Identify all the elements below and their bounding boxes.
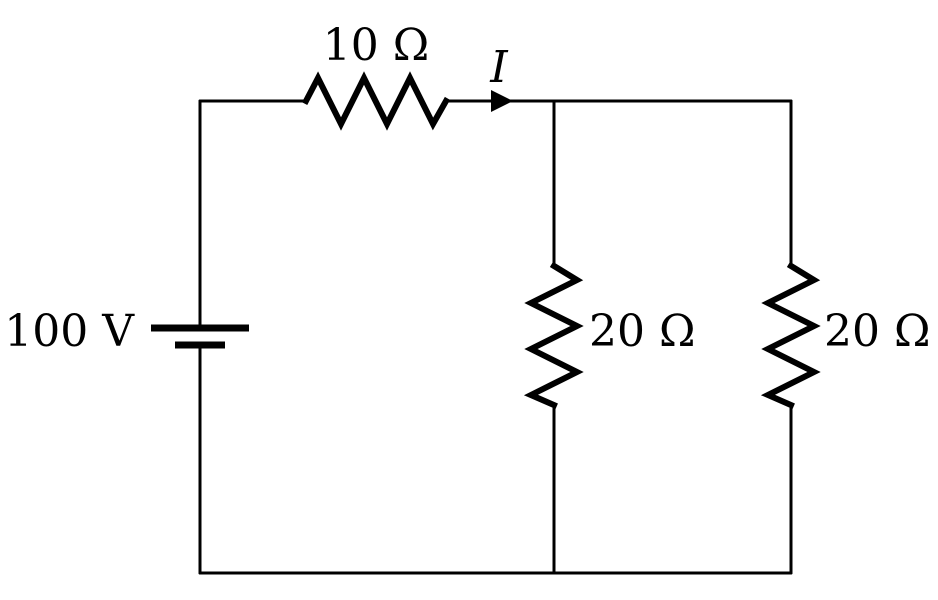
current-label: I [489,42,509,93]
battery-symbol [151,324,249,349]
parallel-resistor-left [523,261,584,409]
parallel-resistor-right [760,261,821,409]
series-resistor [301,71,451,131]
parallel-resistor-left-label: 20 Ω [589,306,695,357]
parallel-resistor-right-label: 20 Ω [824,306,930,357]
series-resistor-label: 10 Ω [323,20,429,71]
wires [198,99,793,575]
current-arrow [491,90,513,112]
source-label: 100 V [4,306,135,357]
